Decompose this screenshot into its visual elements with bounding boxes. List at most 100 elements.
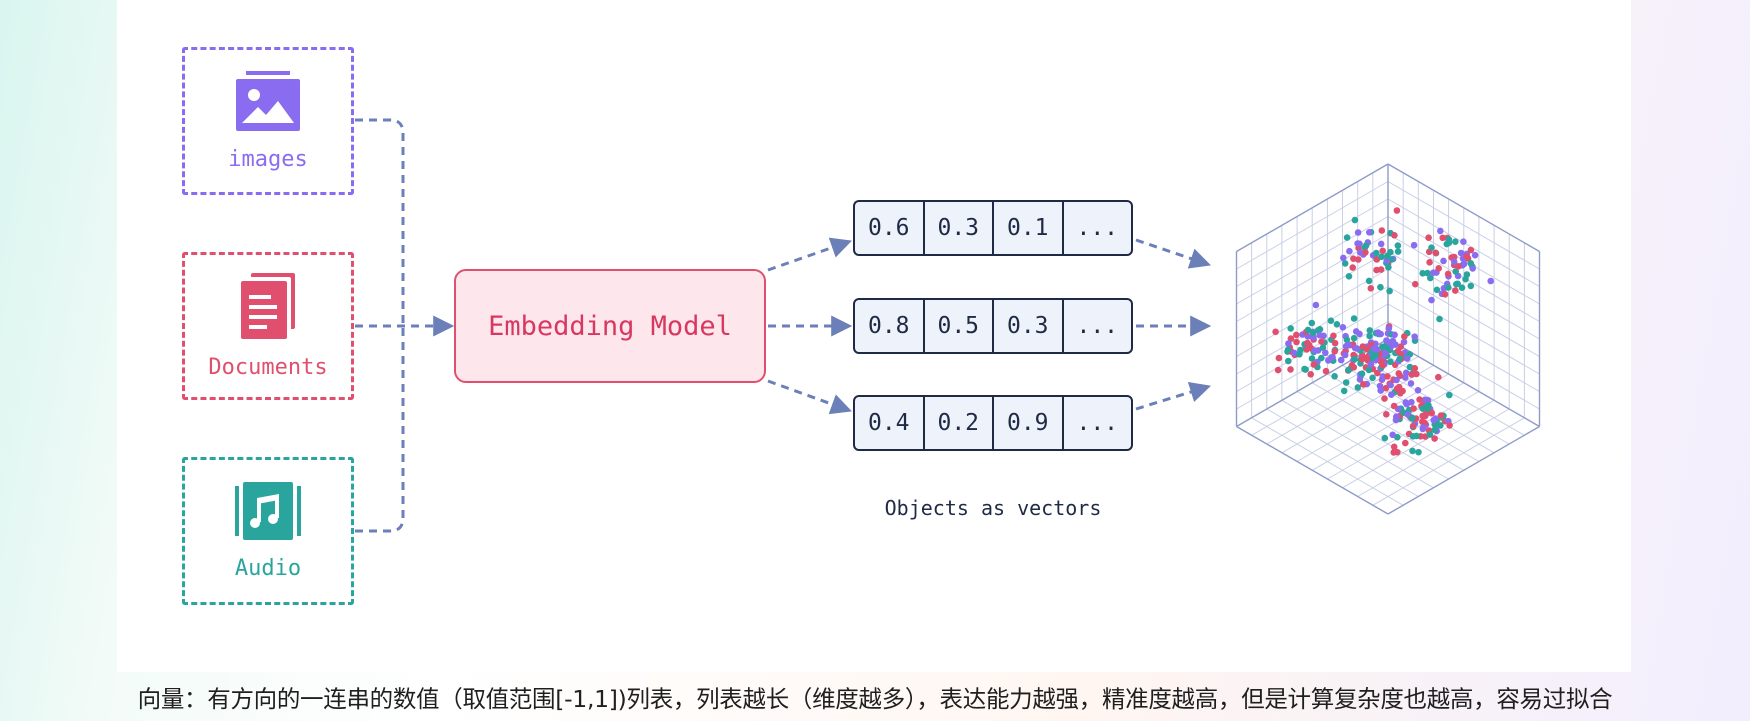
vector-point xyxy=(1388,391,1395,399)
vector-point xyxy=(1349,264,1356,271)
vector-point xyxy=(1362,249,1369,256)
vector-point xyxy=(1437,412,1445,419)
vector-point xyxy=(1366,327,1374,334)
vector-cell: ... xyxy=(1076,215,1119,241)
vector-point xyxy=(1358,356,1366,363)
vector-point xyxy=(1424,269,1431,277)
documents-icon xyxy=(239,272,297,343)
vector-point xyxy=(1364,355,1371,362)
source-label: Audio xyxy=(234,555,302,581)
vector-point xyxy=(1441,291,1449,298)
vector-point xyxy=(1467,246,1475,254)
vector-point xyxy=(1311,347,1319,354)
vector-point xyxy=(1381,434,1389,442)
vector-point xyxy=(1452,238,1459,245)
vector-point xyxy=(1345,273,1353,280)
vector-point xyxy=(1427,274,1434,282)
vector-point xyxy=(1390,443,1398,451)
vector-point xyxy=(1376,382,1384,390)
vector-point xyxy=(1340,254,1347,262)
vector-point xyxy=(1367,361,1375,368)
vector-point xyxy=(1457,249,1465,257)
vector-point xyxy=(1379,247,1386,255)
vector-point xyxy=(1327,317,1335,325)
vector-cell: ... xyxy=(1076,313,1119,339)
vector-point xyxy=(1346,247,1353,255)
vector-cell: 0.4 xyxy=(855,397,925,449)
vector-point xyxy=(1439,234,1446,242)
vector-point xyxy=(1345,341,1352,349)
vector-point xyxy=(1384,252,1391,260)
vector-point xyxy=(1403,355,1411,362)
vector-point xyxy=(1301,365,1308,373)
vector-point xyxy=(1374,329,1382,336)
vector-point xyxy=(1409,433,1417,440)
vector-point xyxy=(1455,263,1462,270)
vector-point xyxy=(1387,358,1394,366)
vector-point xyxy=(1452,287,1459,294)
vector-point xyxy=(1445,236,1453,243)
vector-point xyxy=(1351,355,1358,363)
vector-point xyxy=(1383,344,1391,352)
vector-point xyxy=(1431,426,1438,434)
vector-point xyxy=(1428,244,1435,251)
vector-point xyxy=(1419,270,1426,277)
vector-point xyxy=(1284,346,1292,353)
embedding-model-box: Embedding Model xyxy=(454,269,766,383)
vector-point xyxy=(1366,332,1373,340)
vector-point xyxy=(1401,333,1408,340)
vector-point xyxy=(1285,357,1292,365)
vector-point xyxy=(1399,387,1406,395)
vector-point xyxy=(1330,332,1337,340)
vector-point xyxy=(1433,286,1441,294)
vector-point xyxy=(1287,325,1294,332)
vector-point xyxy=(1446,391,1453,399)
vector-point xyxy=(1385,325,1393,332)
vector-point xyxy=(1304,326,1312,334)
vector-point xyxy=(1430,269,1437,277)
connector-audio xyxy=(355,326,405,533)
vector-point xyxy=(1391,331,1398,339)
vector-point xyxy=(1467,282,1475,290)
vector-point xyxy=(1360,381,1367,388)
vector-cell: 0.3 xyxy=(994,300,1064,352)
vector-point xyxy=(1391,232,1398,239)
vector-point xyxy=(1356,330,1363,338)
vector-point xyxy=(1319,344,1327,352)
vector-point xyxy=(1411,333,1418,341)
vector-point xyxy=(1331,339,1339,347)
vector-point xyxy=(1394,347,1402,355)
vector-point xyxy=(1431,435,1438,442)
vector-point xyxy=(1412,280,1419,288)
vector-point xyxy=(1437,422,1444,429)
vector-point xyxy=(1318,354,1325,362)
vector-point xyxy=(1393,207,1401,214)
vector-point xyxy=(1367,285,1375,292)
vector-point xyxy=(1394,248,1402,255)
vector-point xyxy=(1356,240,1363,248)
vector-point xyxy=(1389,431,1396,439)
vector-point xyxy=(1291,349,1298,357)
vector-point xyxy=(1419,418,1426,426)
vector-point xyxy=(1384,373,1391,380)
vector-point xyxy=(1382,350,1389,358)
arrow-vec2-space xyxy=(1135,381,1212,411)
vector-point xyxy=(1436,315,1443,323)
vector-point xyxy=(1445,284,1452,291)
vector-cell: 0.3 xyxy=(925,202,994,254)
vector-point xyxy=(1435,265,1442,272)
vector-point xyxy=(1354,384,1362,391)
vector-point xyxy=(1341,260,1349,267)
audio-icon xyxy=(235,481,301,544)
vector-point xyxy=(1350,334,1358,342)
vector-point xyxy=(1345,366,1352,374)
vector-point xyxy=(1419,424,1427,431)
source-images: images xyxy=(182,47,354,195)
vector-point xyxy=(1440,257,1447,265)
vector-point xyxy=(1339,324,1347,331)
vector-point xyxy=(1414,387,1422,394)
vector-point xyxy=(1421,396,1429,404)
vector-point xyxy=(1416,396,1423,403)
vector-point xyxy=(1394,242,1402,249)
vector-point xyxy=(1393,376,1400,384)
